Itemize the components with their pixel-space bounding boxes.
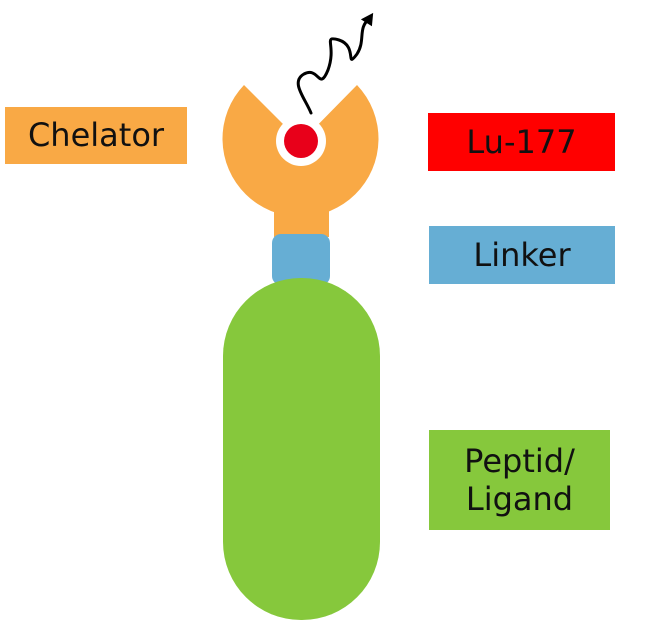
peptide-label-line1: Peptid/ [464,441,575,480]
linker-shape [272,234,330,285]
linker-label: Linker [429,226,615,284]
linker-label-text: Linker [473,235,571,274]
peptide-label-line2: Ligand [465,480,574,518]
radionuclide-dot [284,124,318,158]
chelator-label: Chelator [5,107,187,164]
chelator-stem [274,205,329,237]
radionuclide-label: Lu-177 [428,113,615,171]
peptide-shape [223,278,380,620]
peptide-label: Peptid/ Ligand [429,430,610,530]
chelator-label-text: Chelator [27,116,165,155]
radiation-wave-arrow-icon [296,12,374,115]
radionuclide-label-text: Lu-177 [466,122,577,161]
